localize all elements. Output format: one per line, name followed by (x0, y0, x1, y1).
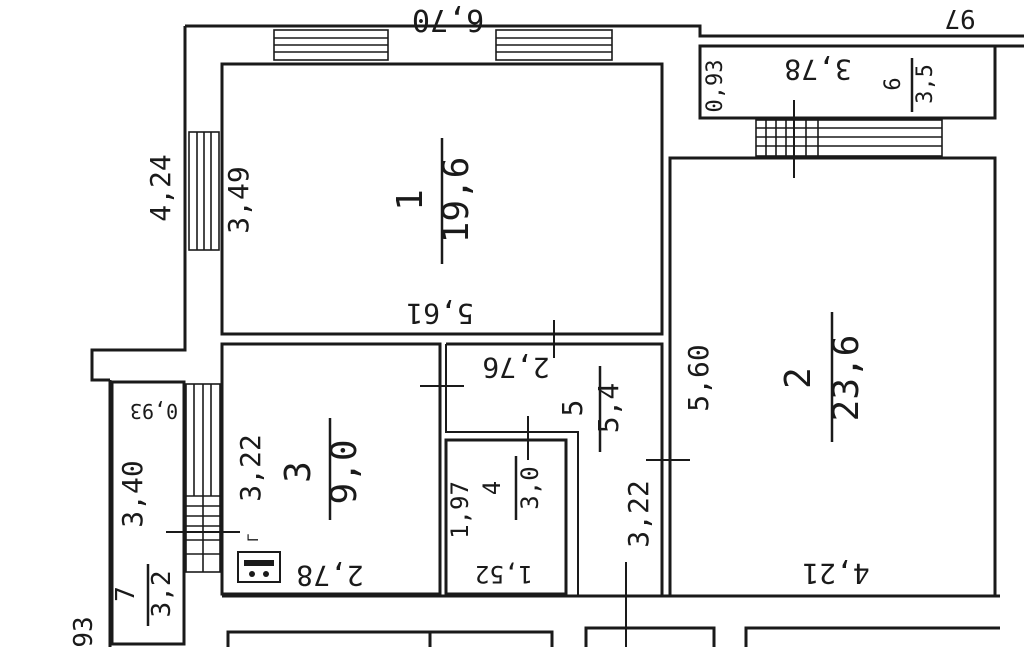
room-7-label: 7 3,2 (111, 564, 177, 626)
room-5-width: 2,76 (482, 351, 549, 384)
outer-top-width: 6,70 (412, 2, 484, 37)
room-5-outline (446, 342, 664, 596)
room-1-number: 1 (390, 189, 431, 211)
room-3-width: 2,78 (296, 559, 363, 592)
room-4-outline (444, 438, 568, 596)
room-6-height: 0,93 (703, 60, 728, 113)
outer-left-height: 4,24 (144, 154, 177, 221)
room-1-area: 19,6 (436, 157, 477, 244)
room-1-height: 3,49 (222, 166, 255, 233)
room-6-number: 6 (881, 77, 906, 90)
room-6-label: 6 3,5 (881, 58, 938, 112)
room-3-label: 3 9,0 (278, 418, 365, 520)
room-2-width: 4,21 (802, 557, 869, 590)
room-4-number: 4 (478, 481, 506, 495)
room-3-outline (220, 342, 442, 596)
room-7-width: 0,93 (130, 399, 178, 423)
room-1-outline (220, 62, 664, 336)
lower-partial-rooms (222, 594, 1000, 647)
room-5-number: 5 (556, 400, 589, 417)
room-4-width: 1,52 (475, 560, 533, 588)
room-6-outline (698, 44, 997, 120)
room-6-area: 3,5 (913, 64, 938, 104)
window-left-upper (188, 131, 220, 251)
room-6-width: 3,78 (784, 53, 851, 86)
window-top-right (495, 29, 613, 61)
outer-top-right-partial: 97 (944, 3, 975, 33)
room-4-area: 3,0 (516, 466, 544, 509)
room-3-number: 3 (278, 461, 319, 483)
balcony-door (755, 119, 943, 157)
room-1-label: 1 19,6 (390, 138, 477, 264)
room-1-width: 5,61 (406, 297, 473, 330)
room-2-number: 2 (778, 367, 819, 389)
room-5-height: 3,22 (622, 480, 655, 547)
window-top-left (273, 29, 389, 61)
window-left-lower (185, 383, 221, 573)
outer-bottom-left-partial: 93 (69, 616, 99, 647)
room-4-height: 1,97 (446, 481, 474, 539)
room-5-label: 5 5,4 (556, 366, 625, 452)
room-7-number: 7 (111, 586, 141, 602)
room-2-area: 23,6 (826, 335, 867, 422)
radiator-icon (237, 551, 281, 583)
room-7-outline (110, 380, 186, 646)
radiator-mark: Г (246, 534, 262, 542)
room-7-height: 3,40 (116, 460, 149, 527)
room-4-label: 4 3,0 (478, 456, 544, 520)
tick-marks (166, 100, 795, 647)
room-7-area: 3,2 (147, 571, 177, 618)
room-2-label: 2 23,6 (778, 312, 867, 442)
room-5-area: 5,4 (592, 383, 625, 434)
room-3-height: 3,22 (234, 434, 267, 501)
room-2-height: 5,60 (682, 344, 715, 411)
room-3-area: 9,0 (324, 439, 365, 504)
